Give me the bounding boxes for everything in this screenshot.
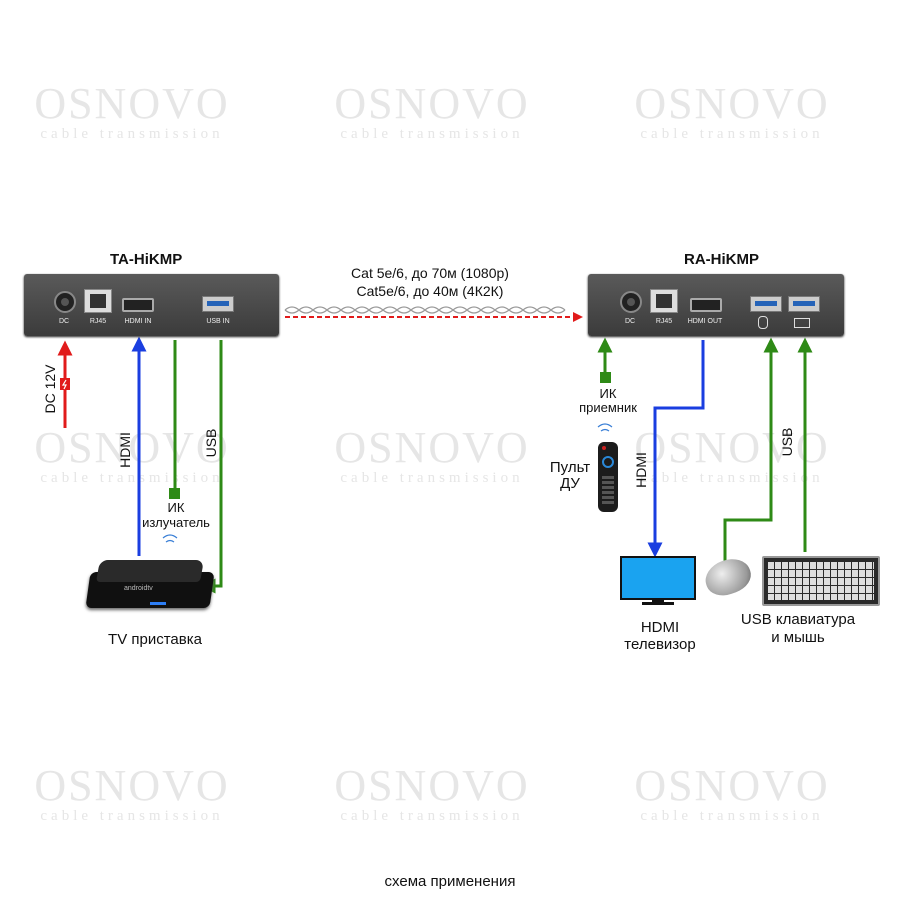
rj45-port [650, 289, 678, 313]
transmitter-title: TA-HiKMP [110, 251, 183, 268]
tv-label-2: телевизор [624, 636, 696, 653]
remote-label-1: Пульт [549, 459, 591, 476]
cable-twist-2 [284, 306, 566, 314]
port-label-rj45: RJ45 [89, 318, 107, 325]
tv-monitor-device [620, 556, 696, 606]
usb-left-label: USB [203, 428, 219, 458]
hdmi-left-label: HDMI [117, 432, 133, 468]
cable-spec-2: Cat5e/6, до 40м (4К2К) [356, 283, 504, 299]
receiver-title: RA-HiKMP [684, 251, 759, 268]
usb-port-keyboard [788, 296, 820, 312]
usb-mouse-line [723, 337, 779, 562]
rj45-port [84, 289, 112, 313]
android-logo: androidtv [124, 585, 153, 592]
hdmi-out-line [647, 340, 705, 558]
dc-jack [620, 291, 642, 313]
tv-box-label: TV приставка [108, 631, 202, 648]
tv-box-device: androidtv [85, 560, 216, 610]
tv-label-1: HDMI [640, 619, 680, 636]
keyboard-label-1: USB клавиатура [740, 611, 856, 628]
hdmi-right-label: HDMI [633, 452, 649, 488]
hdmi-in-port [122, 298, 154, 312]
port-label-rj45: RJ45 [655, 318, 673, 325]
usb-right-label: USB [779, 427, 795, 457]
ir-emitter-label-2: излучатель [142, 515, 210, 530]
cable-spec-1: Cat 5e/6, до 70м (1080p) [351, 265, 509, 281]
receiver-device: DC RJ45 HDMI OUT [588, 274, 844, 336]
mouse-icon [758, 316, 768, 329]
caption: схема применения [384, 873, 516, 890]
dc-jack [54, 291, 76, 313]
ir-receiver-label-2: приемник [579, 400, 637, 415]
port-label-hdmi-in: HDMI IN [124, 318, 152, 325]
port-label-dc: DC [58, 318, 70, 325]
port-label-usb-in: USB IN [206, 318, 230, 325]
transmitter-device: DC RJ45 HDMI IN USB IN [24, 274, 279, 336]
port-label-hdmi-out: HDMI OUT [687, 318, 723, 325]
dc12v-label: DC 12V [42, 364, 58, 414]
remote-control-device [598, 442, 618, 512]
ir-receiver-label-1: ИК [599, 386, 617, 401]
keyboard-icon [794, 318, 810, 328]
hdmi-out-port [690, 298, 722, 312]
usb-in-port [202, 296, 234, 312]
port-label-dc: DC [624, 318, 636, 325]
ir-wave-icon [162, 423, 613, 543]
dc-bolt-icon [60, 378, 70, 390]
remote-label-2: ДУ [560, 475, 580, 492]
ir-emitter-label-1: ИК [167, 500, 185, 515]
usb-port-mouse [750, 296, 782, 312]
keyboard-device [762, 556, 880, 606]
keyboard-label-2: и мышь [771, 629, 825, 646]
